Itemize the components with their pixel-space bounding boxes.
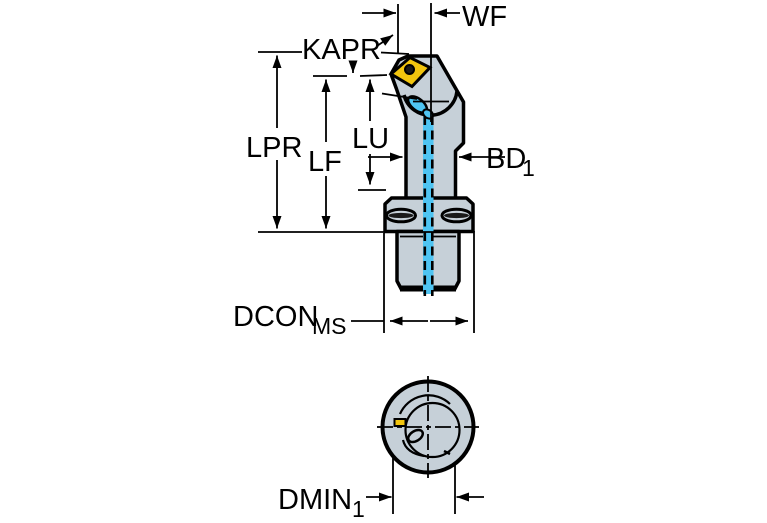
bottom-view-pocket-arc xyxy=(398,394,451,415)
bottom-view-coolant-hole xyxy=(406,428,425,444)
lpr-dimension: LPR xyxy=(246,55,302,229)
insert-screw-hole xyxy=(404,64,415,75)
bottom-view-insert-edge xyxy=(393,418,407,427)
dmin1-subscript: 1 xyxy=(352,496,365,522)
top-reference-line xyxy=(258,51,410,55)
lu-label: LU xyxy=(352,123,389,155)
bottom-view-lower-arc xyxy=(401,439,425,458)
bd1-label: BD xyxy=(486,143,526,175)
wf-dimension: WF xyxy=(362,1,507,53)
dmin1-dimension: DMIN 1 xyxy=(278,457,484,522)
set-screw-left xyxy=(385,207,417,224)
bottom-view-tick-mark xyxy=(443,449,451,456)
edge-angle-line xyxy=(381,92,418,100)
bottom-view-bore-circle xyxy=(404,401,461,459)
lf-label: LF xyxy=(308,146,342,178)
bottom-view: DMIN 1 xyxy=(278,376,484,522)
bd1-subscript: 1 xyxy=(522,155,535,181)
bd1-dimension: BD 1 xyxy=(368,143,535,181)
dcon-subscript: MS xyxy=(312,313,347,339)
kapr-label: KAPR xyxy=(302,34,381,66)
set-screw-right xyxy=(440,207,473,224)
tip-reference-line xyxy=(313,74,388,77)
dcon-ms-dimension: DCON MS xyxy=(233,233,475,339)
side-view xyxy=(381,3,475,296)
dmin1-label: DMIN xyxy=(278,484,352,516)
lpr-label: LPR xyxy=(246,132,302,164)
coolant-channel xyxy=(423,116,434,294)
wf-label: WF xyxy=(462,1,507,33)
dcon-label: DCON xyxy=(233,301,318,333)
lu-dimension: LU xyxy=(352,79,389,191)
kapr-dimension: KAPR xyxy=(302,34,394,66)
dimensions-side-view: WF KAPR LPR LF LU xyxy=(233,1,535,339)
lf-dimension: LF xyxy=(308,79,342,229)
